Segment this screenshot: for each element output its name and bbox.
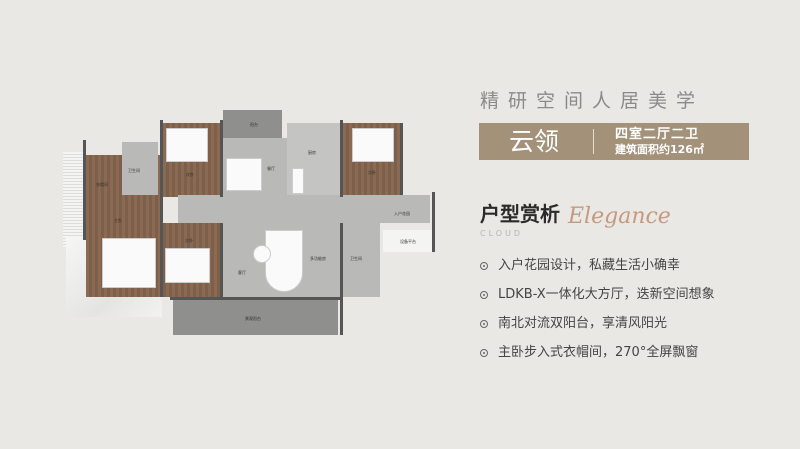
room-label: 入户花园 (394, 211, 410, 216)
section-title: 户型赏析 (480, 202, 560, 226)
wall (220, 120, 223, 197)
room-label: 衣帽间 (96, 182, 108, 187)
room-label: 景观阳台 (245, 316, 261, 321)
feature-text: 入户花园设计，私藏生活小确幸 (498, 258, 681, 273)
room-label: 主卧 (114, 218, 122, 223)
room-label: 次卧 (185, 238, 193, 243)
feature-item: LDKB-X一体化大方厅，迭新空间想象 (480, 287, 715, 303)
room-label: 多功能房 (310, 256, 326, 261)
corridor (178, 195, 430, 223)
room-label: 客厅 (238, 270, 246, 275)
equipment-platform (383, 230, 432, 252)
room-label: 卫生间 (350, 256, 362, 261)
floor-plan: 衣帽间 主卧 卫生间 次卧 阳台 餐厅 厨房 次卧 入户花园 客厅 多功能房 卫… (63, 110, 435, 335)
section-subtitle: CLOUD (480, 229, 524, 238)
left-balcony (63, 152, 85, 247)
unit-area: 建筑面积约126㎡ (615, 143, 704, 156)
room-label: 餐厅 (267, 166, 275, 171)
wall (432, 192, 435, 252)
bullet-icon (480, 349, 488, 357)
section-script-text: Elegance (568, 204, 671, 229)
bullet-icon (480, 262, 488, 270)
bed (165, 248, 210, 283)
feature-text: LDKB-X一体化大方厅，迭新空间想象 (498, 287, 715, 302)
unit-name: 云领 (509, 127, 560, 156)
sofa (265, 230, 303, 292)
room-label: 次卧 (368, 170, 376, 175)
room-label: 设备平台 (400, 239, 416, 244)
feature-item: 入户花园设计，私藏生活小确幸 (480, 258, 680, 274)
room-label: 厨房 (308, 150, 316, 155)
bottom-balcony (173, 300, 338, 335)
unit-banner: 云领 四室二厅二卫 建筑面积约126㎡ (479, 123, 749, 160)
kitchen-island (292, 168, 304, 194)
wall (340, 120, 343, 197)
bullet-icon (480, 320, 488, 328)
unit-layout: 四室二厅二卫 (615, 127, 700, 142)
top-balcony (223, 110, 282, 138)
wall (160, 120, 163, 297)
wall (400, 123, 403, 195)
feature-text: 南北对流双阳台，享清风阳光 (498, 316, 668, 331)
dining-table (226, 158, 262, 191)
slogan: 精研空间人居美学 (480, 90, 705, 112)
wall (220, 223, 223, 300)
bed (102, 238, 156, 288)
feature-item: 南北对流双阳台，享清风阳光 (480, 316, 667, 332)
room-label: 次卧 (186, 172, 194, 177)
bed (352, 128, 394, 162)
wall (340, 223, 343, 335)
feature-text: 主卧步入式衣帽间，270°全屏飘窗 (498, 345, 699, 360)
bullet-icon (480, 291, 488, 299)
feature-item: 主卧步入式衣帽间，270°全屏飘窗 (480, 345, 698, 361)
divider (593, 129, 594, 154)
bathroom-left (122, 142, 158, 195)
bed (166, 128, 208, 162)
wall (170, 297, 343, 300)
bathroom-right (343, 223, 380, 297)
room-label: 阳台 (250, 122, 258, 127)
round-table (253, 245, 271, 263)
wall (83, 140, 86, 240)
room-label: 卫生间 (128, 168, 140, 173)
